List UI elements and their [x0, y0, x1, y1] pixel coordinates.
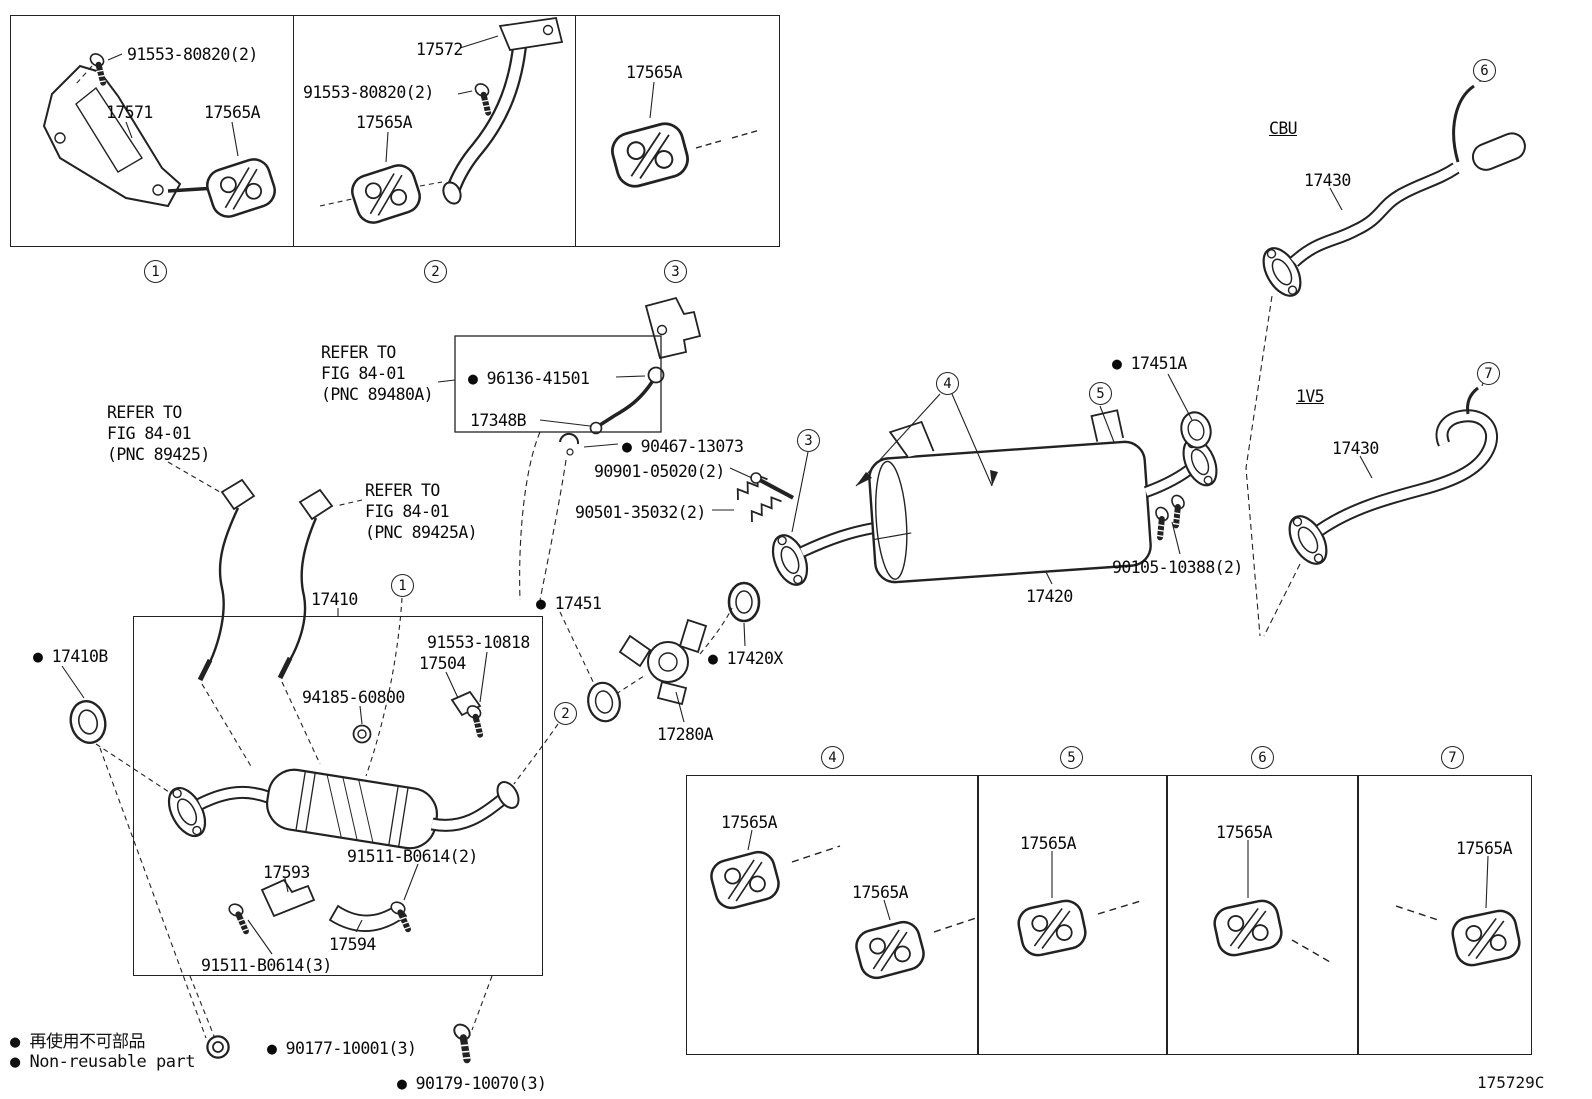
callout-3-box3: 3: [664, 260, 687, 283]
label-90467-13073: ● 90467-13073: [622, 437, 744, 456]
label-17565a-box2: 17565A: [356, 113, 413, 132]
hanger-17565a-box3-leaders: [649, 81, 761, 149]
pipe-17572-drawing: [319, 16, 564, 207]
label-17430-cbu: 17430: [1304, 171, 1351, 190]
sensor-89480a-drawing: [437, 296, 702, 601]
label-17572: 17572: [416, 40, 463, 59]
label-17594: 17594: [329, 935, 376, 954]
label-94185-60800: 94185-60800: [302, 688, 405, 707]
hanger-inset-box: [686, 775, 1532, 1055]
label-91553-80820-box2: 91553-80820(2): [303, 83, 434, 102]
callout-7-inset: 7: [1441, 746, 1464, 769]
label-90177-10001: ● 90177-10001(3): [267, 1039, 417, 1058]
tailpipe-connection-leaders: [1245, 295, 1301, 637]
valve-17280a-drawing: [559, 581, 761, 723]
oxygen-sensors-drawing: [167, 461, 363, 769]
label-91553-80820-box1: 91553-80820(2): [127, 45, 258, 64]
refer-note-89425a: REFER TO FIG 84-01 (PNC 89425A): [365, 481, 478, 543]
inset-divider-2: [1166, 775, 1168, 1055]
label-17565a-box3: 17565A: [626, 63, 683, 82]
callout-6-inset: 6: [1251, 746, 1274, 769]
nut-90177-drawing: [206, 1035, 230, 1059]
label-17280a: 17280A: [657, 725, 714, 744]
callout-1-box1: 1: [144, 260, 167, 283]
label-90501-35032: 90501-35032(2): [575, 503, 706, 522]
label-17420: 17420: [1026, 587, 1073, 606]
label-17504: 17504: [419, 654, 466, 673]
label-17410b: ● 17410B: [33, 647, 108, 666]
label-91511-b0614-3: 91511-B0614(3): [201, 956, 332, 975]
legend-non-reusable-jp: ● 再使用不可部品: [10, 1032, 145, 1052]
legend-non-reusable-en: ● Non-reusable part: [10, 1052, 195, 1072]
label-17451: ● 17451: [536, 594, 602, 613]
bracket-17571-drawing: [42, 51, 239, 208]
gasket-17451-drawing: [583, 678, 625, 726]
inset-divider-1: [977, 775, 979, 1055]
label-91511-b0614-2: 91511-B0614(2): [347, 847, 478, 866]
label-96136-41501: ● 96136-41501: [468, 369, 590, 388]
tailpipe-17430-cbu-drawing: [1254, 61, 1526, 304]
callout-1-cat: 1: [391, 574, 414, 597]
refer-note-89425: REFER TO FIG 84-01 (PNC 89425): [107, 403, 210, 465]
label-17565a-inset5: 17565A: [1020, 834, 1077, 853]
label-17565a-inset7: 17565A: [1456, 839, 1513, 858]
label-cbu: CBU: [1269, 119, 1298, 138]
label-17410: 17410: [311, 590, 358, 609]
label-17565a-inset4a: 17565A: [721, 813, 778, 832]
label-91553-10818: 91553-10818: [427, 633, 530, 652]
callout-4-inset: 4: [821, 746, 844, 769]
gasket-17410b-drawing: [64, 696, 112, 748]
callout-5-muffler: 5: [1089, 382, 1112, 405]
front-pipe-17410-drawing: [61, 597, 559, 1039]
callout-2-cat: 2: [554, 702, 577, 725]
main-assembly-box: [133, 616, 543, 976]
label-17420x: ● 17420X: [708, 649, 783, 668]
muffler-17420-drawing: [712, 373, 1225, 591]
callout-5-inset: 5: [1060, 746, 1083, 769]
inset-hangers-leaders: [747, 829, 1489, 963]
label-17593: 17593: [263, 863, 310, 882]
label-1v5: 1V5: [1296, 387, 1325, 406]
callout-2-box2: 2: [424, 260, 447, 283]
inset-divider-3: [1357, 775, 1359, 1055]
label-90901-05020: 90901-05020(2): [594, 462, 725, 481]
callout-4-muffler: 4: [936, 372, 959, 395]
callout-7-tailpipe: 7: [1477, 362, 1500, 385]
label-17430-1v5: 17430: [1332, 439, 1379, 458]
callout-6-tailpipe: 6: [1473, 59, 1496, 82]
label-90179-10070: ● 90179-10070(3): [397, 1074, 547, 1093]
label-17571: 17571: [106, 103, 153, 122]
inset-box-3: [575, 15, 780, 247]
label-17565a-inset6: 17565A: [1216, 823, 1273, 842]
drawing-code: 175729C: [1477, 1073, 1545, 1092]
label-17565a-box1: 17565A: [204, 103, 261, 122]
callout-3-muffler: 3: [797, 429, 820, 452]
refer-note-89480a: REFER TO FIG 84-01 (PNC 89480A): [321, 343, 434, 405]
bolt-90179-drawing: [442, 1022, 483, 1063]
label-17348b: 17348B: [470, 411, 527, 430]
label-17451a: ● 17451A: [1112, 354, 1187, 373]
label-90105-10388: 90105-10388(2): [1112, 558, 1243, 577]
label-17565a-inset4b: 17565A: [852, 883, 909, 902]
